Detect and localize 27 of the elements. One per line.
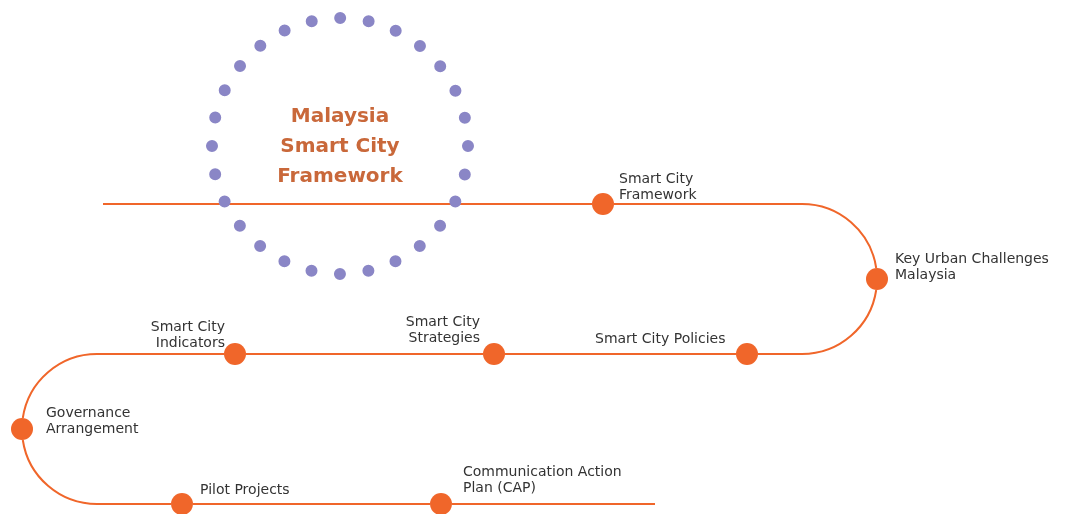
timeline-line [21,353,225,419]
timeline-line [245,353,484,355]
dotted-ring [206,12,474,280]
timeline-line [21,439,172,505]
timeline-line [757,289,878,355]
stage-label: Smart City Framework [619,170,698,202]
timeline-line [451,503,656,505]
stage-label: Pilot Projects [200,481,291,497]
milestone-dot [592,193,614,215]
stage-label: Communication Action Plan (CAP) [463,463,623,495]
milestone-dot [11,418,33,440]
stage-label: Smart City Indicators [149,318,225,350]
milestone-dot [736,343,758,365]
stage-label: Key Urban Challenges Malaysia [895,250,1050,282]
milestone-dot [430,493,452,514]
timeline-line [102,203,593,205]
timeline-line [192,503,431,505]
milestone-dot [171,493,193,514]
timeline-line [613,203,878,269]
stage-label: Governance Arrangement [46,404,140,436]
milestone-dot [483,343,505,365]
milestone-dot [866,268,888,290]
timeline-line [504,353,737,355]
milestone-dot [224,343,246,365]
node-label: Malaysia Smart City Framework [276,102,404,189]
stage-label: Smart City Strategies [404,313,480,345]
stage-label: Smart City Policies [595,330,727,346]
